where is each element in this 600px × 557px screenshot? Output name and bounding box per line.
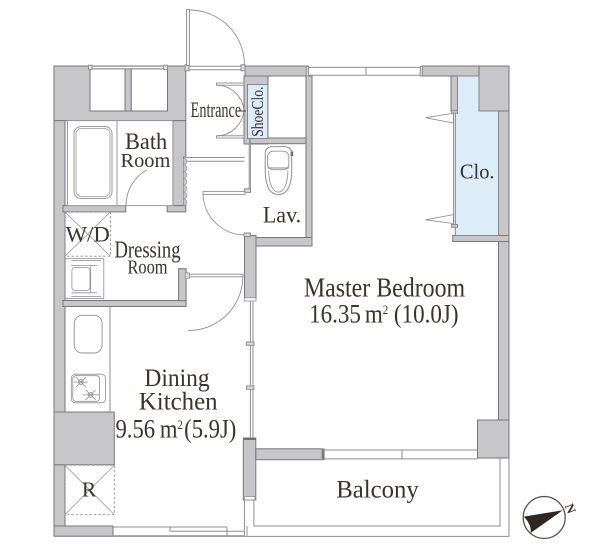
svg-text:Entrance: Entrance [191, 98, 241, 123]
svg-text:Room: Room [120, 150, 170, 172]
svg-text:Balcony: Balcony [336, 476, 419, 503]
svg-text:Clo.: Clo. [460, 161, 495, 183]
svg-text:Kitchen: Kitchen [139, 387, 218, 415]
svg-text:ShoeClo.: ShoeClo. [250, 87, 267, 137]
svg-text:Dining: Dining [144, 364, 209, 392]
svg-text:Lav.: Lav. [263, 202, 301, 228]
svg-text:Bath: Bath [125, 128, 168, 154]
svg-text:R: R [82, 477, 97, 501]
svg-text:Dressing: Dressing [115, 236, 181, 263]
svg-text:Master Bedroom: Master Bedroom [304, 272, 465, 303]
svg-text:W/D: W/D [66, 222, 110, 247]
svg-text:Room: Room [127, 256, 168, 279]
